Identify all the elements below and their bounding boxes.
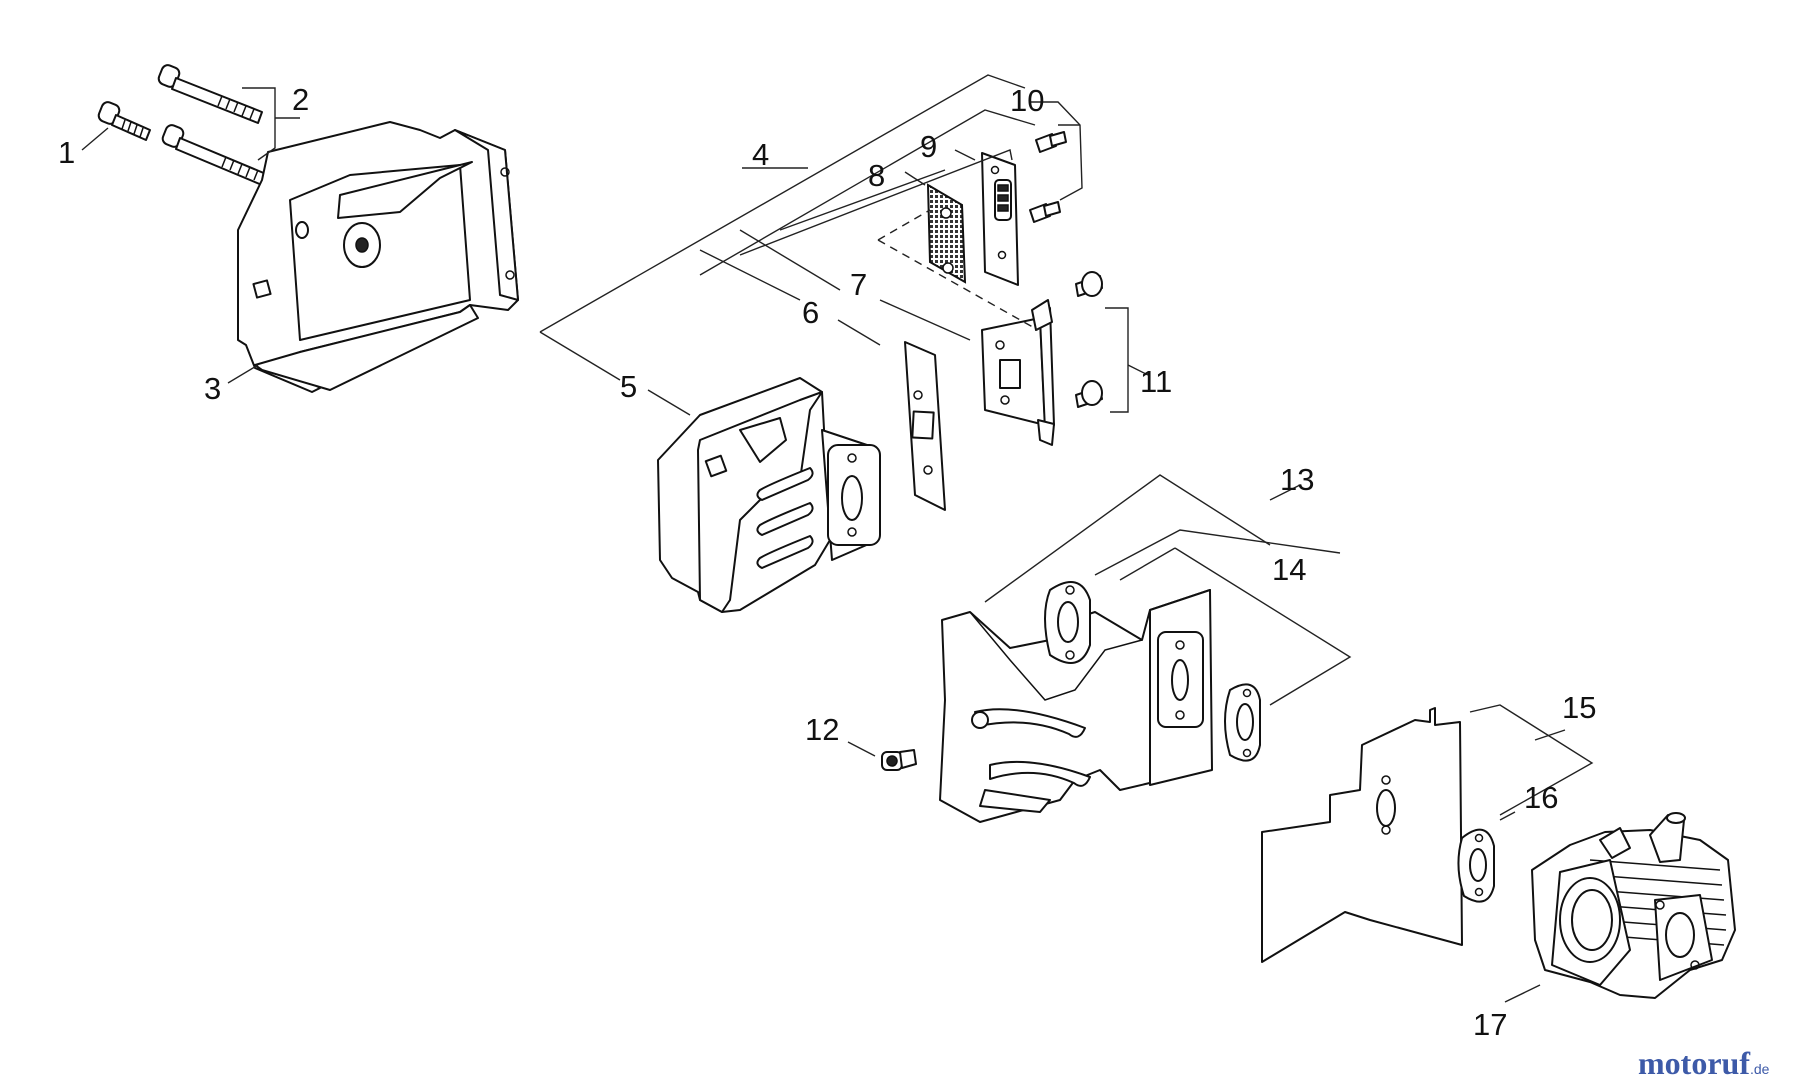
screws-small (1029, 131, 1067, 223)
callout-5: 5 (620, 369, 637, 404)
heat-shield (939, 589, 1213, 823)
screws-washer (1075, 271, 1103, 408)
callout-2: 2 (292, 82, 309, 117)
callout-7: 7 (850, 267, 867, 302)
muffler-cover (237, 121, 519, 393)
bolt-long-lower (161, 124, 267, 186)
baffle-plate (981, 152, 1019, 286)
callout-12: 12 (805, 712, 839, 747)
callout-15: 15 (1562, 690, 1596, 725)
muffler-body (657, 377, 881, 613)
callout-labels: 1 2 3 4 5 6 7 8 9 10 11 12 13 14 15 16 1… (58, 82, 1596, 1042)
callout-6: 6 (802, 295, 819, 330)
gasket-plate (904, 341, 946, 511)
callout-14: 14 (1272, 552, 1306, 587)
watermark-tld: .de (1750, 1061, 1770, 1077)
gasket-small (1457, 828, 1495, 903)
gasket-upper (1044, 581, 1091, 664)
screw-single (881, 749, 917, 771)
bracket-plate (981, 299, 1055, 446)
callout-8: 8 (868, 158, 885, 193)
leader-lines (81, 74, 1594, 1003)
bolt-short (97, 101, 151, 141)
watermark-brand: motoruf (1638, 1045, 1750, 1081)
callout-16: 16 (1524, 780, 1558, 815)
callout-17: 17 (1473, 1007, 1507, 1042)
callout-4: 4 (752, 137, 769, 172)
insulator-plate (1261, 707, 1463, 963)
callout-10: 10 (1010, 83, 1044, 118)
watermark-logo: motoruf.de (1638, 1045, 1770, 1081)
callout-1: 1 (58, 135, 75, 170)
engine-cylinder (1531, 812, 1736, 999)
callout-11: 11 (1140, 364, 1172, 399)
callout-13: 13 (1280, 462, 1314, 497)
bolt-long-upper (157, 64, 263, 124)
svg-text:motoruf.de: motoruf.de (1638, 1045, 1770, 1081)
callout-9: 9 (920, 129, 937, 164)
gasket-lower (1224, 683, 1261, 762)
callout-3: 3 (204, 371, 221, 406)
spark-screen (926, 183, 967, 284)
